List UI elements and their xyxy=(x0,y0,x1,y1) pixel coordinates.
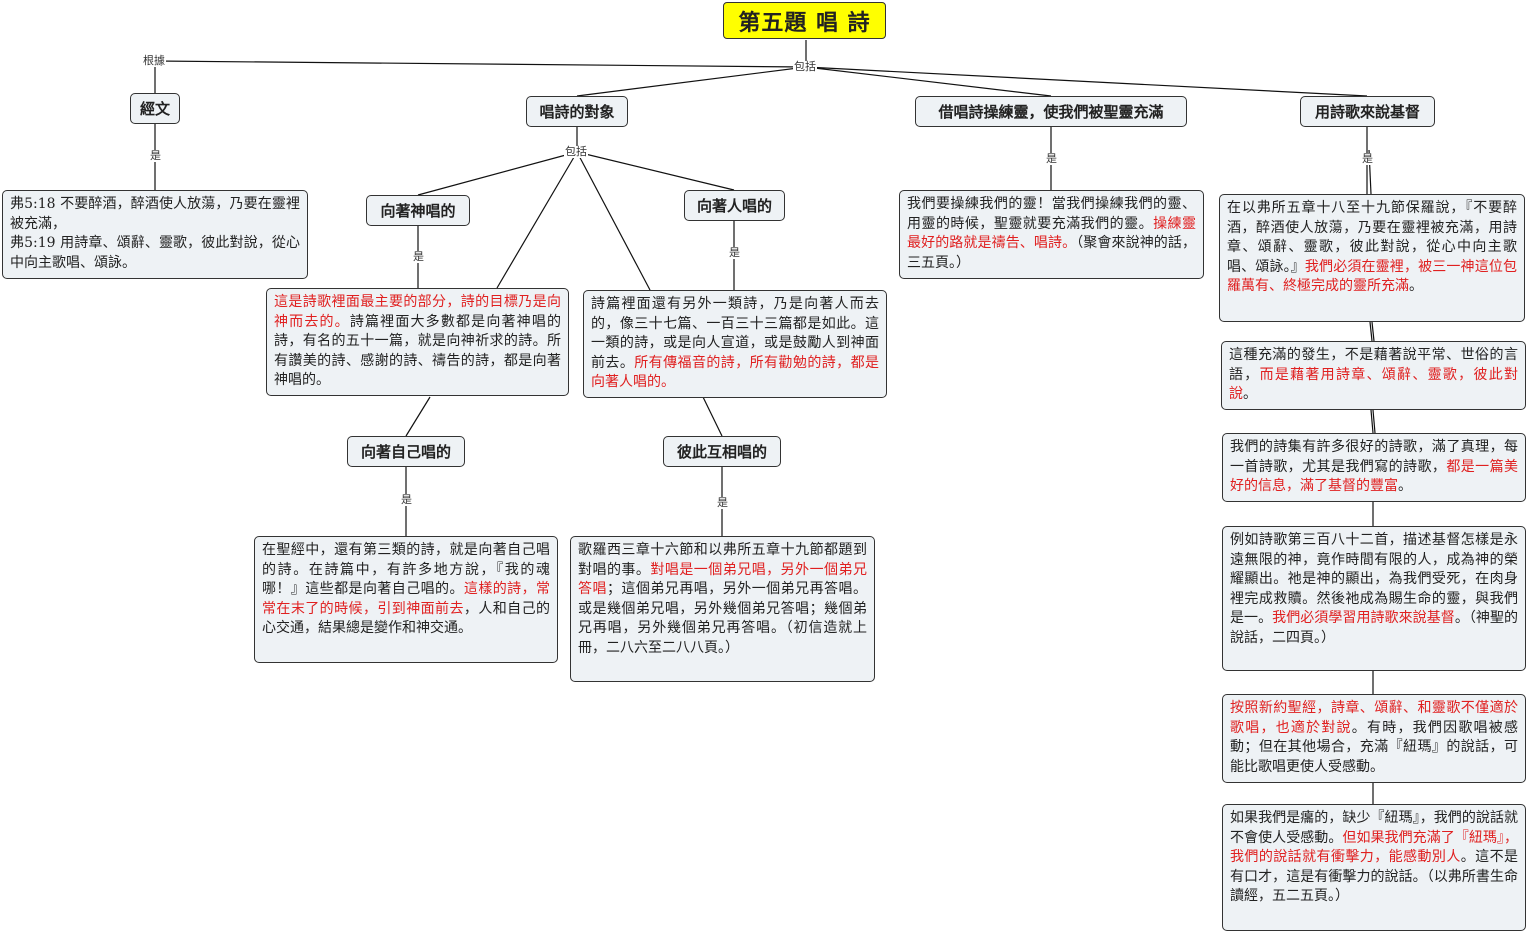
node-to-god: 向著神唱的 xyxy=(366,195,470,226)
edge-label-is-each-other: 是 xyxy=(716,496,729,509)
text-each-other: 歌羅西三章十六節和以弗所五章十九節都題到對唱的事。對唱是一個弟兄唱，另外一個弟兄… xyxy=(570,536,875,682)
text-speak-5: 按照新約聖經，詩章、頌辭、和靈歌不僅適於歌唱，也適於對說。有時，我們因歌唱被感動… xyxy=(1222,694,1526,783)
verse-5-19: 弗5:19 用詩章、頌辭、靈歌，彼此對說，從心中向主歌唱、頌詠。 xyxy=(10,235,300,271)
text-span: （聚會來說神的話，三五頁。） xyxy=(907,235,1197,271)
edge-label-includes: 包括 xyxy=(793,60,817,73)
edge-label-basis: 根據 xyxy=(142,54,166,67)
text-speak-1: 在以弗所五章十八至十九節保羅說，『不要醉酒，醉酒使人放蕩，乃要在靈裡被充滿，用詩… xyxy=(1219,194,1525,322)
verse-5-18: 弗5:18 不要醉酒，醉酒使人放蕩，乃要在靈裡被充滿， xyxy=(10,196,300,232)
text-speak-6: 如果我們是癟的，缺少『紐瑪』，我們的說話就不會使人受感動。但如果我們充滿了『紐瑪… xyxy=(1222,804,1526,931)
highlight: 這是詩歌裡面最主要的部分，詩的目標乃是向神而去的。 xyxy=(274,294,561,330)
text-span: 。有時，我們因歌唱被感動；但在其他場合，充滿『紐瑪』的說話，可能比歌唱更使人受感… xyxy=(1230,719,1519,775)
edge-label-is-speak: 是 xyxy=(1361,152,1374,165)
text-span: 詩篇裡面大多數都是向著神唱的詩，有名的五十一篇，就是向神祈求的詩。所有讚美的詩、… xyxy=(274,313,562,389)
text-span: 在以弗所五章十八至十九節保羅說，『不要醉酒，醉酒使人放蕩，乃要在靈裡被充滿，用詩… xyxy=(1227,200,1517,275)
node-scripture: 經文 xyxy=(130,93,180,124)
edge-label-is-to-god: 是 xyxy=(412,250,425,263)
text-span: 我們的詩集有許多很好的詩歌，滿了真理，每一首詩歌，尤其是我們寫的詩歌， xyxy=(1230,439,1518,475)
text-span: 如果我們是癟的，缺少『紐瑪』，我們的說話就不會使人受感動。 xyxy=(1230,810,1518,846)
text-span: 例如詩歌第三百八十二首，描述基督怎樣是永遠無限的神，竟作時間有限的人，成為神的榮… xyxy=(1230,532,1518,626)
node-objects: 唱詩的對象 xyxy=(526,96,628,127)
text-span: 。 xyxy=(1243,386,1257,402)
text-span: 。 xyxy=(1409,278,1423,294)
node-speak: 用詩歌來說基督 xyxy=(1300,96,1435,127)
highlight: 按照新約聖經，詩章、頌辭、和靈歌不僅適於歌唱，也適於對說 xyxy=(1230,700,1518,736)
text-span: 。 xyxy=(1398,478,1412,494)
text-span: 。這不是有口才，這是有衝擊力的說話。（以弗所書生命讀經，五二五頁。） xyxy=(1230,849,1519,904)
edge-label-includes-objects: 包括 xyxy=(564,145,588,158)
text-scripture: 弗5:18 不要醉酒，醉酒使人放蕩，乃要在靈裡被充滿， 弗5:19 用詩章、頌辭… xyxy=(2,190,308,279)
highlight: 我們必須學習用詩歌來說基督 xyxy=(1272,610,1455,626)
text-span: 我們要操練我們的靈！當我們操練我們的靈、用靈的時候，聖靈就要充滿我們的靈。 xyxy=(907,196,1196,232)
text-span: 詩篇裡面還有另外一類詩，乃是向著人而去的，像三十七篇、一百三十三篇都是如此。這一… xyxy=(591,296,879,371)
text-speak-2: 這種充滿的發生，不是藉著說平常、世俗的言語，而是藉著用詩章、頌辭、靈歌，彼此對說… xyxy=(1221,341,1526,410)
highlight: 我們必須在靈裡，被三一神這位包羅萬有、終極完成的靈所充滿 xyxy=(1227,258,1518,295)
edge-label-is-to-self: 是 xyxy=(400,493,413,506)
highlight: 所有傳福音的詩，所有勸勉的詩，都是向著人唱的。 xyxy=(591,354,880,391)
text-span: 在聖經中，還有第三類的詩，就是向著自己唱的詩。在詩篇中，有許多地方說，『我的魂哪… xyxy=(262,542,550,597)
node-to-people: 向著人唱的 xyxy=(684,190,785,221)
edge-label-is-exercise: 是 xyxy=(1045,152,1058,165)
node-to-self: 向著自己唱的 xyxy=(347,436,465,467)
highlight: 都是一篇美好的信息，滿了基督的豐富 xyxy=(1230,458,1519,495)
edge-label-is-to-people: 是 xyxy=(728,246,741,259)
text-to-god: 這是詩歌裡面最主要的部分，詩的目標乃是向神而去的。詩篇裡面大多數都是向著神唱的詩… xyxy=(266,288,569,396)
node-exercise: 借唱詩操練靈，使我們被聖靈充滿 xyxy=(915,96,1187,127)
highlight: 操練靈最好的路就是禱告、唱詩。 xyxy=(907,215,1197,252)
text-to-self: 在聖經中，還有第三類的詩，就是向著自己唱的詩。在詩篇中，有許多地方說，『我的魂哪… xyxy=(254,536,558,663)
edge-label-is-scripture: 是 xyxy=(149,149,162,162)
text-speak-3: 我們的詩集有許多很好的詩歌，滿了真理，每一首詩歌，尤其是我們寫的詩歌，都是一篇美… xyxy=(1222,433,1526,502)
text-span: 這種充滿的發生，不是藉著說平常、世俗的言語， xyxy=(1229,347,1518,383)
text-to-people: 詩篇裡面還有另外一類詩，乃是向著人而去的，像三十七篇、一百三十三篇都是如此。這一… xyxy=(583,290,887,398)
highlight: 而是藉著用詩章、頌辭、靈歌，彼此對說 xyxy=(1229,366,1519,403)
node-each-other: 彼此互相唱的 xyxy=(663,436,781,467)
root-title: 第五題 唱 詩 xyxy=(723,2,886,39)
highlight: 對唱是一個弟兄唱，另外一個弟兄答唱 xyxy=(578,561,868,598)
text-speak-4: 例如詩歌第三百八十二首，描述基督怎樣是永遠無限的神，竟作時間有限的人，成為神的榮… xyxy=(1222,526,1526,671)
text-span: 歌羅西三章十六節和以弗所五章十九節都題到對唱的事。 xyxy=(578,542,867,578)
text-exercise: 我們要操練我們的靈！當我們操練我們的靈、用靈的時候，聖靈就要充滿我們的靈。操練靈… xyxy=(899,190,1204,279)
highlight: 這樣的詩，常常在末了的時候，引到神面前去 xyxy=(262,581,551,617)
highlight: 但如果我們充滿了『紐瑪』，我們的說話就有衝擊力，能感動別人 xyxy=(1230,829,1519,866)
text-span: 。（神聖的說話，二四頁。） xyxy=(1230,610,1519,646)
text-span: ；這個弟兄再唱，另外一個弟兄再答唱。或是幾個弟兄唱，另外幾個弟兄答唱；幾個弟兄再… xyxy=(578,581,868,656)
text-span: ，人和自己的心交通，結果總是變作和神交通。 xyxy=(262,600,551,637)
